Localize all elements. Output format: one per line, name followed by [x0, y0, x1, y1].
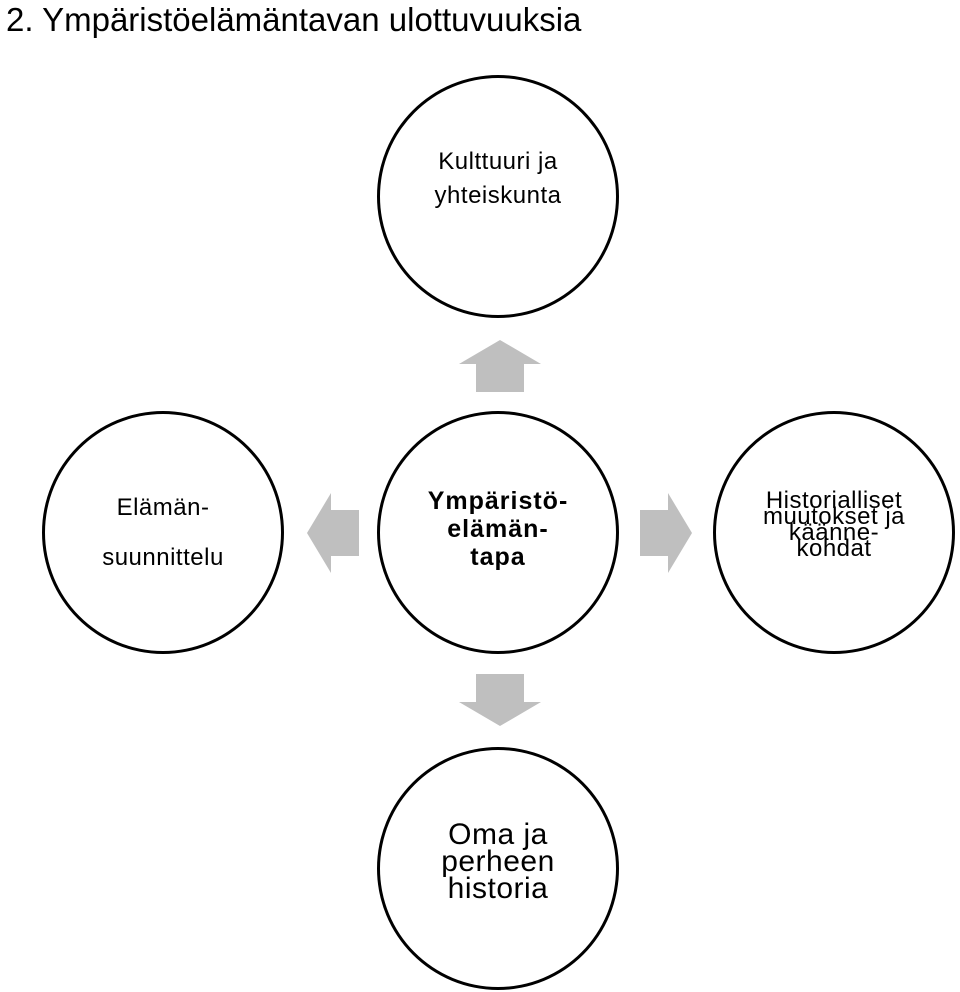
node-center-line-1: Ympäristö- — [427, 486, 569, 515]
node-left-line-2: suunnittelu — [102, 543, 224, 571]
arrow-down-icon — [459, 674, 541, 726]
arrow-up-icon — [459, 340, 541, 392]
node-center-line-3: tapa — [470, 542, 526, 571]
node-bottom-line-1: Oma ja — [448, 818, 548, 851]
node-top-line-1: Kulttuuri ja — [438, 147, 558, 175]
node-environmental-lifestyle: Ympäristö- elämän- tapa — [377, 411, 619, 654]
node-left-line-1: Elämän- — [116, 493, 210, 521]
node-right-line-1: Historialliset — [765, 486, 903, 514]
node-center-line-2: elämän- — [447, 514, 549, 543]
node-right-line-4: kohdat — [796, 534, 872, 562]
arrow-right-icon — [640, 493, 692, 573]
node-life-planning: Elämän- suunnittelu — [42, 411, 284, 654]
node-right-line-2: muutokset ja — [762, 502, 906, 530]
node-right-line-3: käänne- — [788, 518, 880, 546]
node-historical-changes: Historialliset muutokset ja käänne- kohd… — [713, 411, 955, 654]
node-own-family-history: Oma ja perheen historia — [377, 747, 619, 990]
node-bottom-line-2: perheen — [441, 845, 555, 878]
node-culture-society: Kulttuuri ja yhteiskunta — [377, 75, 619, 318]
arrow-left-icon — [307, 493, 359, 573]
page-title: 2. Ympäristöelämäntavan ulottuvuuksia — [6, 1, 582, 38]
node-bottom-line-3: historia — [447, 872, 549, 905]
node-top-line-2: yhteiskunta — [434, 181, 562, 209]
